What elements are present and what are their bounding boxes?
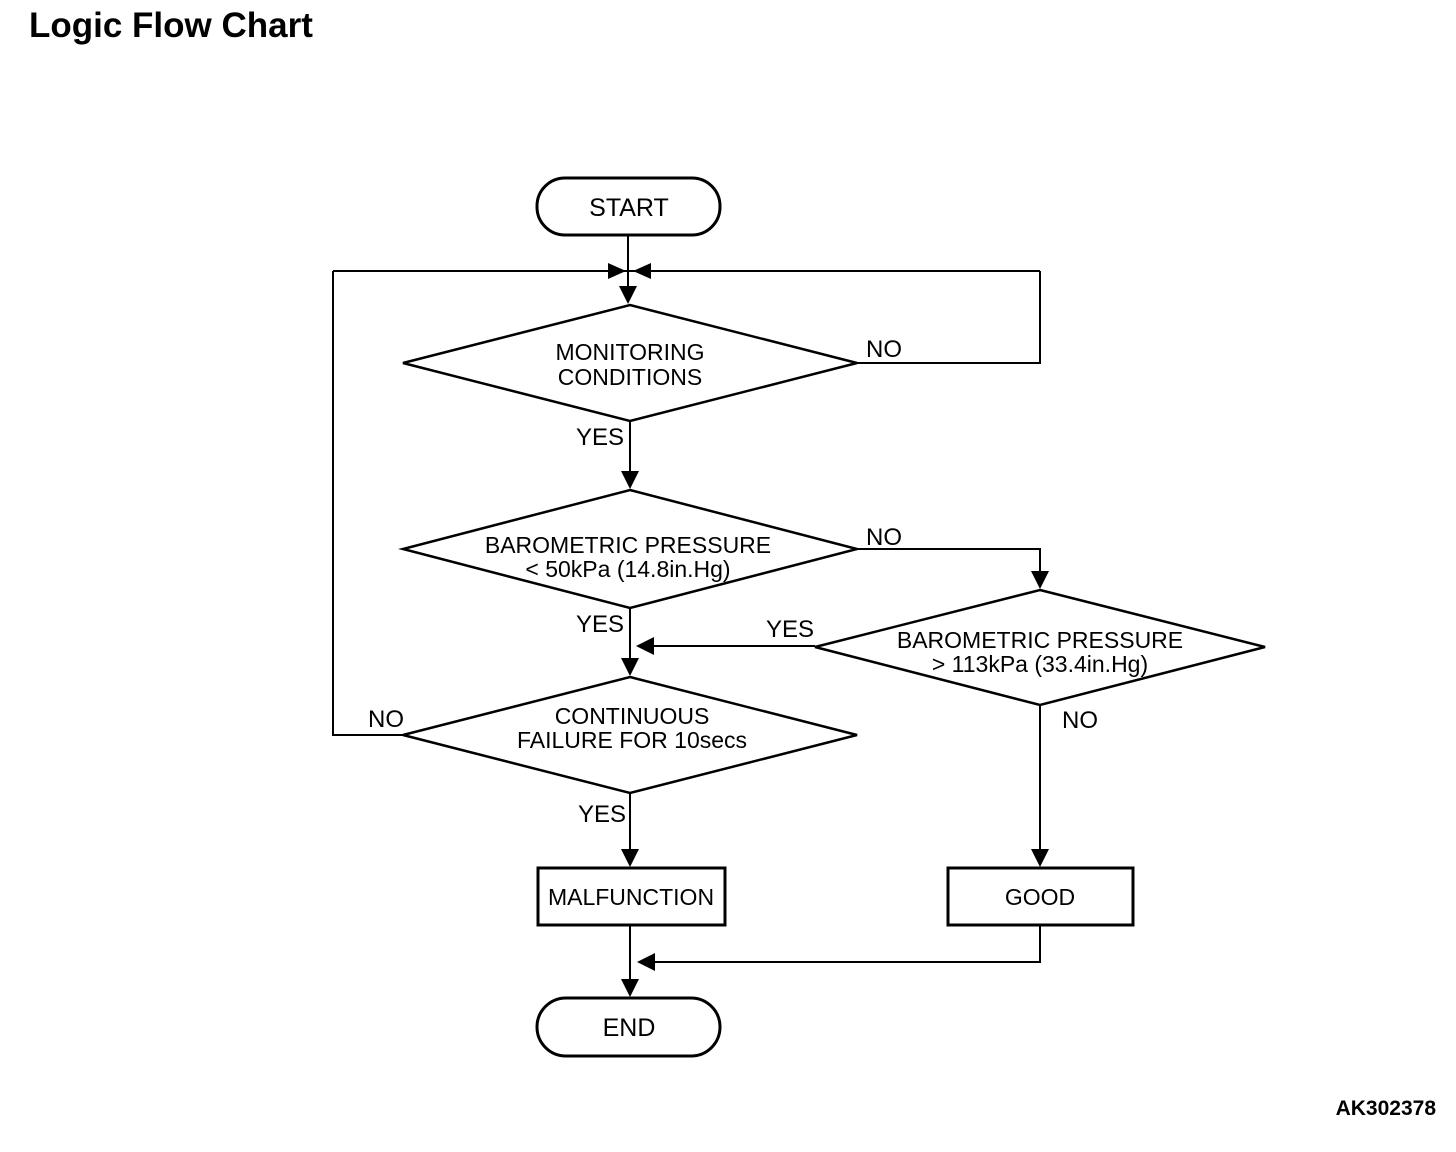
end-label: END <box>603 1014 656 1042</box>
baro-high-yes-label: YES <box>766 616 814 643</box>
arrow-down-into-baro-high-icon <box>1031 571 1049 589</box>
arrow-down-into-end-icon <box>621 979 639 997</box>
baro-low-no-label: NO <box>866 524 902 551</box>
edge-good-merge <box>655 925 1041 963</box>
baro-low-yes-label: YES <box>576 611 624 638</box>
baro-high-no-label: NO <box>1062 707 1098 734</box>
baro-pressure-high-line1: BAROMETRIC PRESSURE <box>897 627 1183 653</box>
arrow-left-good-merge-icon <box>637 953 655 971</box>
arrow-right-merge-icon <box>608 263 626 279</box>
arrow-down-into-failure-timer-icon <box>621 658 639 676</box>
page-title: Logic Flow Chart <box>29 6 313 45</box>
continuous-failure-line1: CONTINUOUS <box>555 703 710 729</box>
continuous-failure-line2: FAILURE FOR 10secs <box>517 727 747 753</box>
edge-failure-timer-no-loop <box>332 271 403 736</box>
monitoring-yes-label: YES <box>576 424 624 451</box>
continuous-failure-diamond <box>402 675 858 795</box>
flowchart-edges <box>332 235 1049 997</box>
monitoring-conditions-line1: MONITORING <box>555 339 704 365</box>
malfunction-label: MALFUNCTION <box>548 884 714 910</box>
baro-pressure-high-line2: > 113kPa (33.4in.Hg) <box>932 651 1148 677</box>
arrow-down-into-monitoring-icon <box>619 286 637 304</box>
start-node <box>535 176 722 237</box>
monitoring-conditions-line2: CONDITIONS <box>558 364 702 390</box>
monitoring-no-label: NO <box>866 336 902 363</box>
start-label: START <box>589 194 669 222</box>
good-label: GOOD <box>1005 884 1075 910</box>
good-box <box>946 866 1135 927</box>
baro-pressure-low-diamond <box>398 488 862 610</box>
branch-labels: NO YES NO YES YES NO NO YES <box>368 336 1098 828</box>
arrow-left-baro-high-yes-icon <box>636 637 654 655</box>
baro-pressure-high-diamond <box>814 588 1266 707</box>
arrow-left-merge-icon <box>633 263 651 279</box>
monitoring-conditions-diamond <box>402 303 858 423</box>
baro-pressure-low-line1: BAROMETRIC PRESSURE <box>485 532 771 558</box>
malfunction-box <box>536 866 727 927</box>
continuous-failure-yes-label: YES <box>578 801 626 828</box>
flowchart-nodes: START MONITORING CONDITIONS BAROMETRIC P… <box>398 176 1266 1058</box>
end-node <box>535 996 722 1058</box>
baro-pressure-low-line2: < 50kPa (14.8in.Hg) <box>525 556 730 582</box>
arrow-down-into-malfunction-icon <box>621 849 639 867</box>
figure-code: AK302378 <box>1335 1097 1436 1120</box>
edge-monitoring-no-loop <box>857 271 1041 364</box>
arrow-down-into-good-icon <box>1031 849 1049 867</box>
continuous-failure-no-label: NO <box>368 706 404 733</box>
edge-baro-low-no <box>857 548 1041 582</box>
arrow-down-into-baro-low-icon <box>621 471 639 489</box>
